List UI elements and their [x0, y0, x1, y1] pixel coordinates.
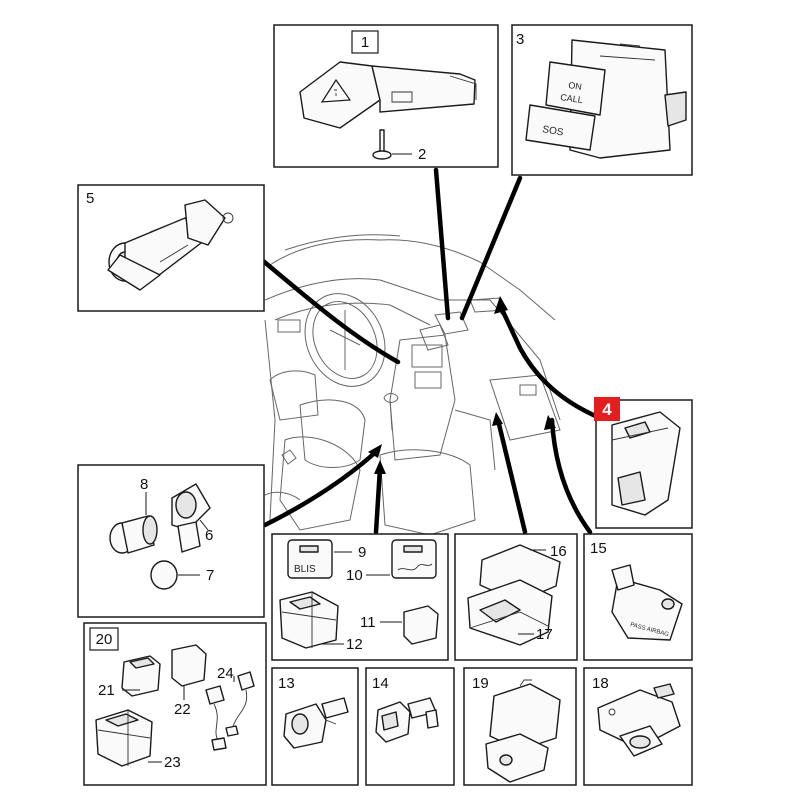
- part-box-14: 14: [365, 667, 455, 786]
- part-box-5: 5: [77, 184, 265, 312]
- on-call-label-line1: ON: [568, 80, 583, 92]
- part-1-number: 1: [361, 34, 369, 51]
- highlight-marker: [594, 397, 620, 421]
- part-box-3: 3 ON CALL SOS: [511, 24, 693, 176]
- sos-button: [525, 104, 596, 151]
- part-20-number: 20: [96, 631, 113, 648]
- part-8-number: 8: [140, 476, 148, 493]
- part-5-number: 5: [86, 190, 94, 207]
- part-box-16-17: 16 17: [454, 533, 578, 661]
- part-box-9-12: BLIS 9 10 12 11: [271, 533, 449, 661]
- car-interior-illustration: [264, 234, 561, 536]
- part-19-number: 19: [472, 675, 489, 692]
- part-23-number: 23: [164, 754, 181, 771]
- part-22-number: 22: [174, 701, 191, 718]
- part-box-18: 18: [583, 667, 693, 786]
- blis-label: BLIS: [294, 564, 316, 575]
- part-box-13: 13: [271, 667, 359, 786]
- part-20-number-frame: [89, 627, 119, 651]
- part-box-19: 19: [463, 667, 577, 786]
- part-box-1: 1 2: [273, 24, 499, 168]
- part-18-number: 18: [592, 675, 609, 692]
- hazard-triangle-icon: [320, 78, 352, 103]
- part-16-number: 16: [550, 543, 567, 560]
- sos-label: SOS: [541, 124, 564, 139]
- part-10-number: 10: [346, 567, 363, 584]
- blis-button: [287, 539, 333, 579]
- part-box-4: 4: [594, 397, 693, 529]
- pass-airbag-switch: [611, 577, 683, 641]
- part-box-6-7-8: 8 6 7: [77, 464, 265, 618]
- part-box-20-24: 20 21 22 24 23: [83, 622, 267, 786]
- part-9-number: 9: [358, 544, 366, 561]
- part-14-number: 14: [372, 675, 389, 692]
- part-7-number: 7: [206, 567, 214, 584]
- part-17-number: 17: [536, 626, 553, 643]
- on-call-button: [545, 61, 606, 116]
- part-15-number: 15: [590, 540, 607, 557]
- part-2-number: 2: [418, 146, 426, 163]
- part-21-number: 21: [98, 682, 115, 699]
- part-11-number: 11: [360, 614, 376, 631]
- part-12-number: 12: [346, 636, 363, 653]
- part-3-number: 3: [516, 31, 524, 48]
- on-call-label-line2: CALL: [560, 92, 584, 105]
- part-13-number: 13: [278, 675, 295, 692]
- callout-lines: [259, 167, 603, 535]
- part-4-number: 4: [602, 400, 612, 419]
- part-1-number-frame: [351, 30, 379, 54]
- part-24-number: 24: [217, 665, 234, 682]
- part-box-15: 15 PASS AIRBAG: [583, 533, 693, 661]
- part-6-number: 6: [205, 527, 213, 544]
